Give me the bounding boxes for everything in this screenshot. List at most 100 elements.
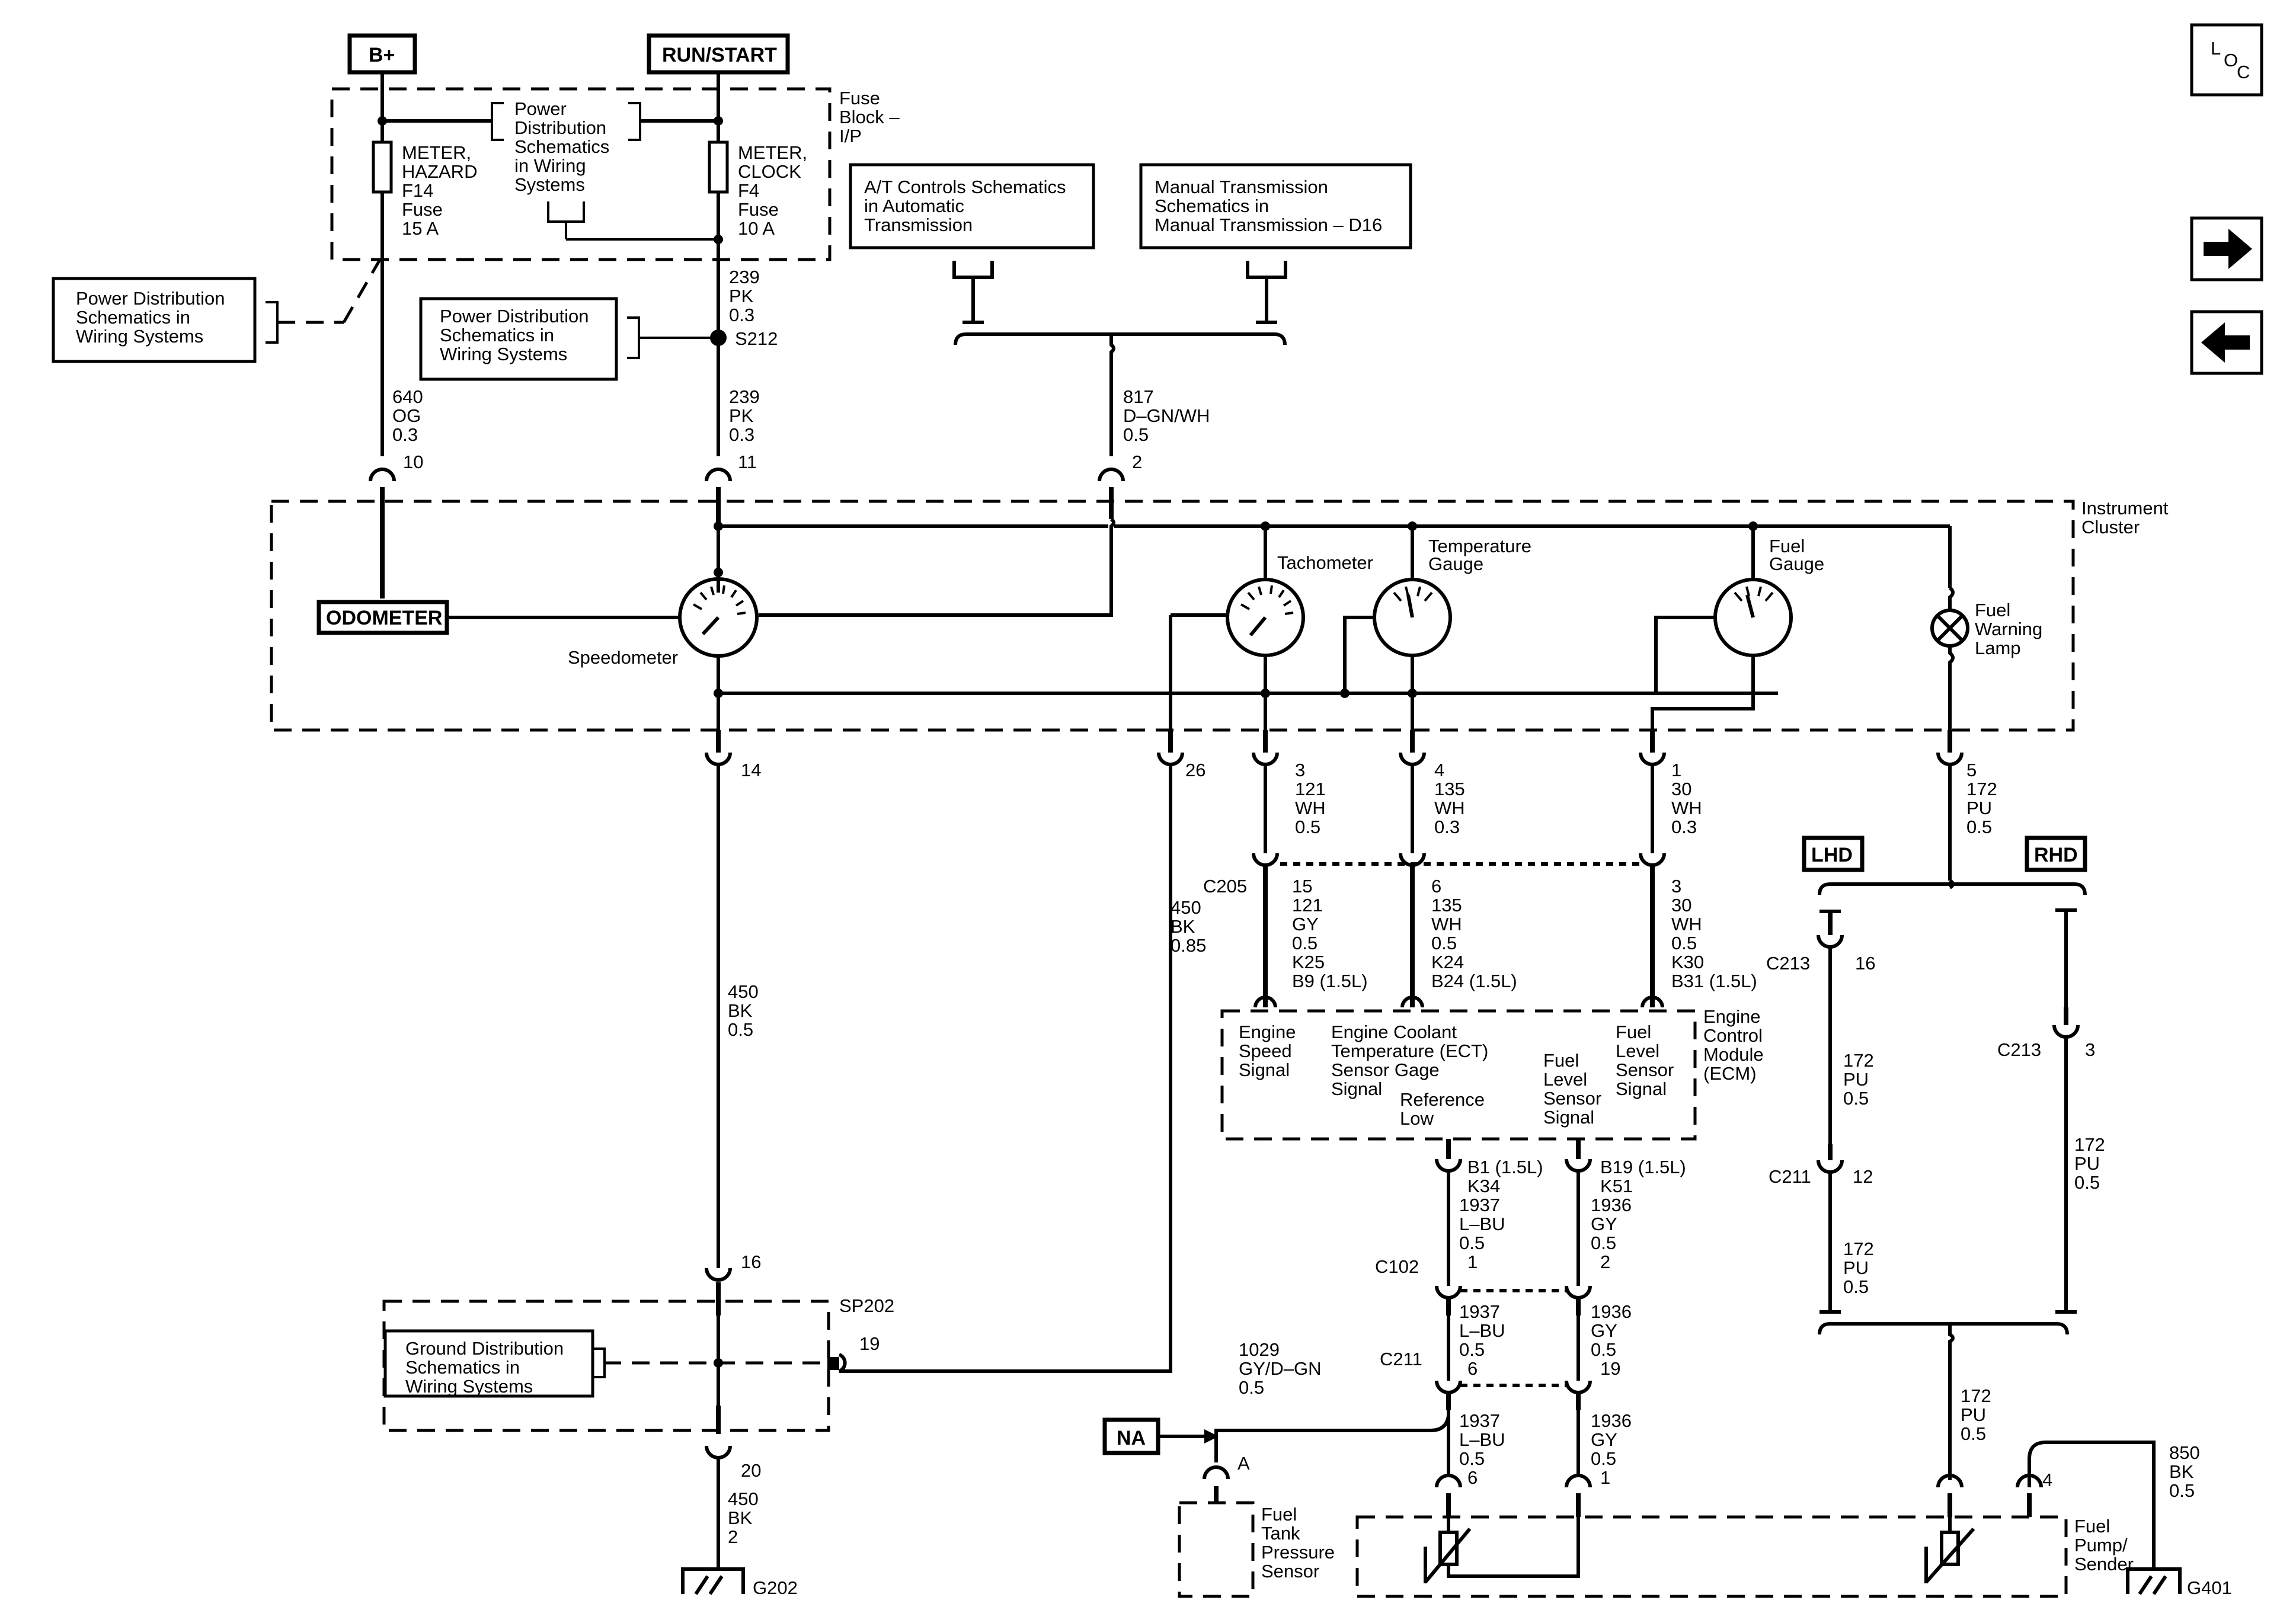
svg-text:Pressure: Pressure xyxy=(1261,1542,1335,1563)
svg-text:WH: WH xyxy=(1295,798,1326,818)
svg-text:Manual Transmission – D16: Manual Transmission – D16 xyxy=(1155,215,1382,235)
svg-text:WH: WH xyxy=(1434,798,1465,818)
at-ref-box[interactable] xyxy=(849,163,1095,249)
na-label: NA xyxy=(1102,1417,1160,1455)
svg-text:6: 6 xyxy=(1467,1467,1478,1488)
svg-text:0.5: 0.5 xyxy=(1961,1423,1986,1444)
pd-ref-left[interactable] xyxy=(52,277,257,363)
svg-text:Fuel: Fuel xyxy=(1261,1504,1297,1525)
svg-text:Fuse: Fuse xyxy=(402,199,443,220)
svg-text:Engine: Engine xyxy=(1239,1022,1296,1042)
ground-ref-box[interactable] xyxy=(383,1329,594,1398)
previous-page-button[interactable] xyxy=(2190,310,2263,375)
svg-text:Block –: Block – xyxy=(839,107,900,127)
ground-g202-icon xyxy=(681,1567,745,1595)
svg-text:0.5: 0.5 xyxy=(1591,1339,1616,1360)
wire-239-top: 239 PK 0.3 xyxy=(729,267,760,325)
svg-text:239: 239 xyxy=(729,386,760,407)
svg-text:6: 6 xyxy=(1467,1358,1478,1379)
wire-rhd: 172 PU 0.5 xyxy=(2074,1134,2105,1193)
fuse-f14-label: METER, HAZARD F14 Fuse 15 A xyxy=(402,142,477,239)
svg-text:14: 14 xyxy=(741,760,761,780)
svg-text:K25: K25 xyxy=(1292,952,1325,972)
svg-text:Wiring Systems: Wiring Systems xyxy=(76,326,203,347)
wire-239-bot: 239 PK 0.3 xyxy=(729,386,760,445)
svg-text:Sensor: Sensor xyxy=(1543,1088,1601,1109)
svg-text:D–GN/WH: D–GN/WH xyxy=(1123,405,1210,426)
fuse-f14 xyxy=(372,140,393,194)
wire-lhd-2: 172 PU 0.5 xyxy=(1843,1238,1874,1297)
svg-text:in Automatic: in Automatic xyxy=(864,196,964,216)
fuel-gauge xyxy=(1713,578,1793,657)
svg-text:PK: PK xyxy=(729,405,754,426)
wire-450-bot: 450 BK 2 xyxy=(728,1489,759,1547)
svg-text:C213: C213 xyxy=(1997,1039,2041,1060)
svg-text:A/T Controls Schematics: A/T Controls Schematics xyxy=(864,177,1066,197)
svg-text:GY: GY xyxy=(1591,1214,1617,1234)
next-page-button[interactable] xyxy=(2190,216,2263,281)
svg-text:1: 1 xyxy=(1467,1251,1478,1272)
svg-text:Wiring Systems: Wiring Systems xyxy=(440,344,567,364)
svg-text:0.5: 0.5 xyxy=(1671,933,1697,953)
svg-text:RHD: RHD xyxy=(2034,844,2078,866)
svg-text:1029: 1029 xyxy=(1239,1339,1280,1360)
run-start-label: RUN/START xyxy=(647,33,790,75)
pd-ref-mid[interactable] xyxy=(419,297,618,381)
svg-text:Cluster: Cluster xyxy=(2081,517,2140,537)
svg-text:METER,: METER, xyxy=(738,142,807,163)
svg-text:CLOCK: CLOCK xyxy=(738,161,801,182)
svg-text:C213: C213 xyxy=(1766,953,1810,974)
svg-text:C211: C211 xyxy=(1380,1349,1422,1369)
svg-text:Power: Power xyxy=(514,98,567,119)
svg-text:Temperature (ECT): Temperature (ECT) xyxy=(1331,1041,1488,1061)
svg-text:PU: PU xyxy=(1843,1069,1869,1090)
fuse-f4 xyxy=(708,140,729,194)
ecm-ect-signal: Engine Coolant Temperature (ECT) Sensor … xyxy=(1331,1022,1488,1099)
svg-text:LHD: LHD xyxy=(1811,844,1853,866)
svg-text:BK: BK xyxy=(728,1507,753,1528)
svg-text:1: 1 xyxy=(1600,1467,1610,1488)
svg-text:BK: BK xyxy=(728,1000,753,1021)
svg-text:Schematics in: Schematics in xyxy=(76,307,190,328)
pd-inner-ref: Power Distribution Schematics in Wiring … xyxy=(514,98,609,195)
mt-ref-box[interactable] xyxy=(1139,163,1412,249)
svg-text:11: 11 xyxy=(738,452,757,472)
wire-1937c: 1937 L–BU 0.5 6 xyxy=(1459,1410,1505,1488)
ecm xyxy=(1220,1009,1697,1141)
svg-text:0.5: 0.5 xyxy=(1459,1448,1485,1469)
loc-button[interactable]: L O C xyxy=(2190,23,2263,97)
svg-text:Lamp: Lamp xyxy=(1975,638,2021,658)
svg-text:3: 3 xyxy=(2085,1039,2095,1060)
ecm-speed-signal: Engine Speed Signal xyxy=(1239,1022,1296,1080)
svg-text:0.3: 0.3 xyxy=(1434,817,1460,837)
arrow-left-icon xyxy=(2201,322,2250,363)
svg-text:WH: WH xyxy=(1431,914,1462,934)
svg-text:12: 12 xyxy=(1853,1166,1873,1187)
svg-text:BK: BK xyxy=(2169,1461,2194,1482)
svg-text:Engine: Engine xyxy=(1703,1006,1761,1027)
wire-cl1: 1 30 WH 0.3 xyxy=(1671,760,1702,837)
svg-text:0.5: 0.5 xyxy=(728,1019,753,1040)
svg-text:0.5: 0.5 xyxy=(1459,1339,1485,1360)
svg-text:1936: 1936 xyxy=(1591,1195,1632,1215)
wire-ec15: 15 121 GY 0.5 K25 B9 (1.5L) xyxy=(1292,876,1368,991)
svg-text:0.5: 0.5 xyxy=(1431,933,1457,953)
svg-text:WH: WH xyxy=(1671,914,1702,934)
svg-text:K51: K51 xyxy=(1600,1176,1633,1196)
svg-text:30: 30 xyxy=(1671,779,1691,799)
svg-text:Speed: Speed xyxy=(1239,1041,1292,1061)
svg-text:1936: 1936 xyxy=(1591,1301,1632,1322)
svg-text:K24: K24 xyxy=(1431,952,1464,972)
svg-text:Fuel: Fuel xyxy=(1616,1022,1651,1042)
svg-text:0.3: 0.3 xyxy=(1671,817,1697,837)
svg-text:26: 26 xyxy=(1185,760,1205,780)
wire-ec3: 3 30 WH 0.5 K30 B31 (1.5L) xyxy=(1671,876,1757,991)
wire-ec6: 6 135 WH 0.5 K24 B24 (1.5L) xyxy=(1431,876,1517,991)
wire-817: 817 D–GN/WH 0.5 xyxy=(1123,386,1210,445)
svg-text:(ECM): (ECM) xyxy=(1703,1063,1757,1084)
svg-text:0.5: 0.5 xyxy=(1843,1276,1869,1297)
svg-text:L–BU: L–BU xyxy=(1459,1429,1505,1450)
wire-b19: B19 (1.5L) K51 1936 GY 0.5 2 xyxy=(1591,1157,1686,1272)
svg-text:Reference: Reference xyxy=(1400,1089,1485,1110)
